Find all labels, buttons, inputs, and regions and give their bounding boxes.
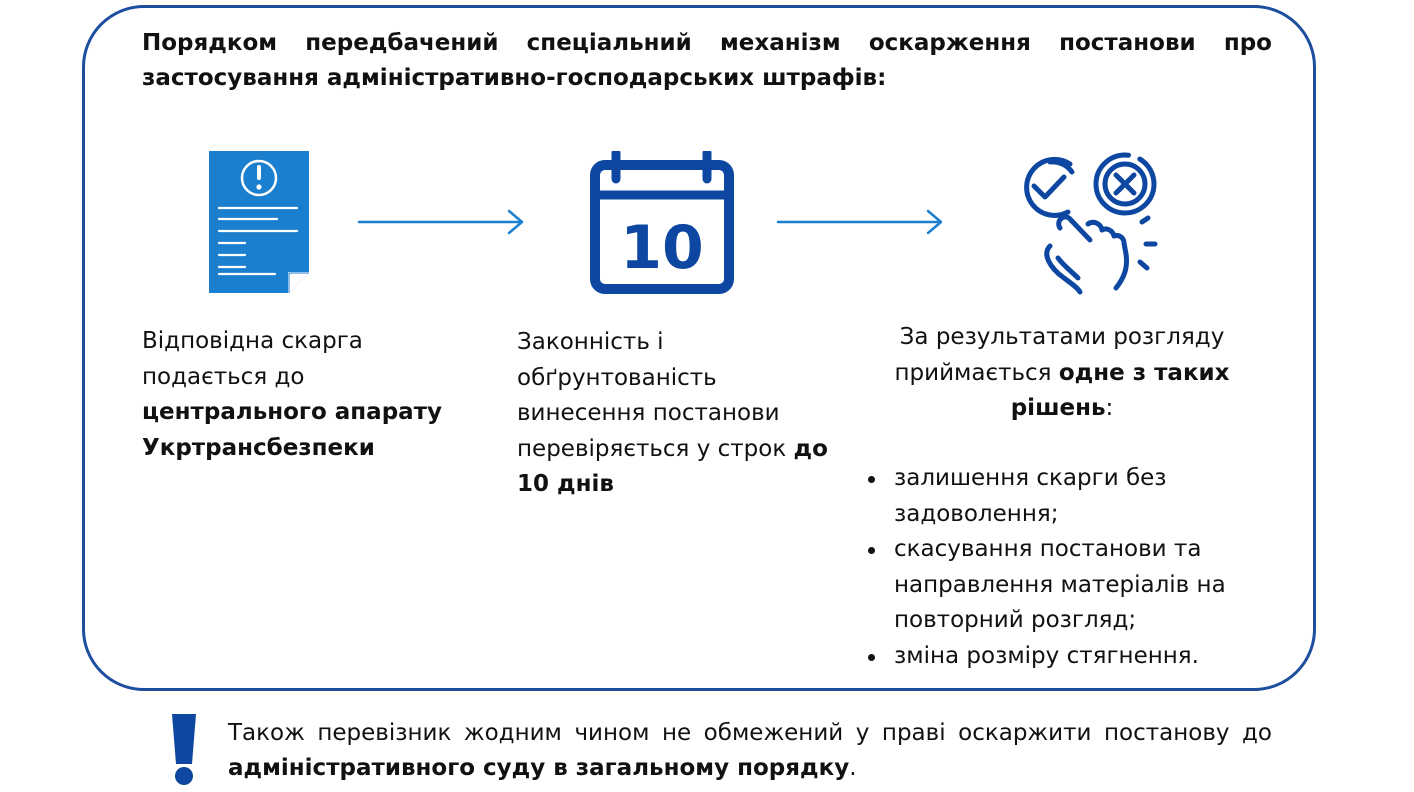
document-alert-icon (209, 151, 309, 293)
arrow-right-icon (357, 209, 524, 235)
page-title: Порядком передбачений спеціальний механі… (142, 30, 1272, 91)
step-1-bold: центрального апарату Укртрансбезпеки (142, 399, 442, 461)
court-appeal-note: Також перевізник жодним чином не обмежен… (228, 716, 1272, 786)
step-3-plain: За результатами розгляду приймається (894, 324, 1225, 386)
list-item: зміна розміру стягнення. (862, 639, 1282, 675)
note-bold: адміністративного суду в загальному поря… (228, 755, 850, 781)
note-tail: . (849, 755, 857, 781)
decision-options-list: залишення скарги без задоволення; скасув… (862, 461, 1282, 674)
step-2-plain: Законність і обґрунтованість винесення п… (517, 329, 787, 462)
step-3-text: За результатами розгляду приймається одн… (862, 320, 1262, 427)
content-frame (82, 5, 1316, 691)
exclamation-icon (172, 714, 196, 785)
calendar-number: 10 (620, 213, 704, 283)
calendar-icon: 10 (590, 151, 734, 294)
step-1-text: Відповідна скарга подається до центральн… (142, 324, 472, 466)
step-3-bold: одне з таких рішень (1010, 359, 1230, 422)
step-3-tail: : (1105, 395, 1114, 421)
decision-hand-icon (1024, 152, 1158, 295)
note-plain: Також перевізник жодним чином не обмежен… (228, 720, 1272, 746)
arrow-right-icon (776, 209, 943, 235)
step-1-plain: Відповідна скарга подається до (142, 328, 363, 390)
step-2-text: Законність і обґрунтованість винесення п… (517, 325, 847, 503)
step-2-bold: до 10 днів (517, 435, 828, 498)
list-item: скасування постанови та направлення мате… (862, 532, 1282, 639)
list-item: залишення скарги без задоволення; (862, 461, 1282, 532)
